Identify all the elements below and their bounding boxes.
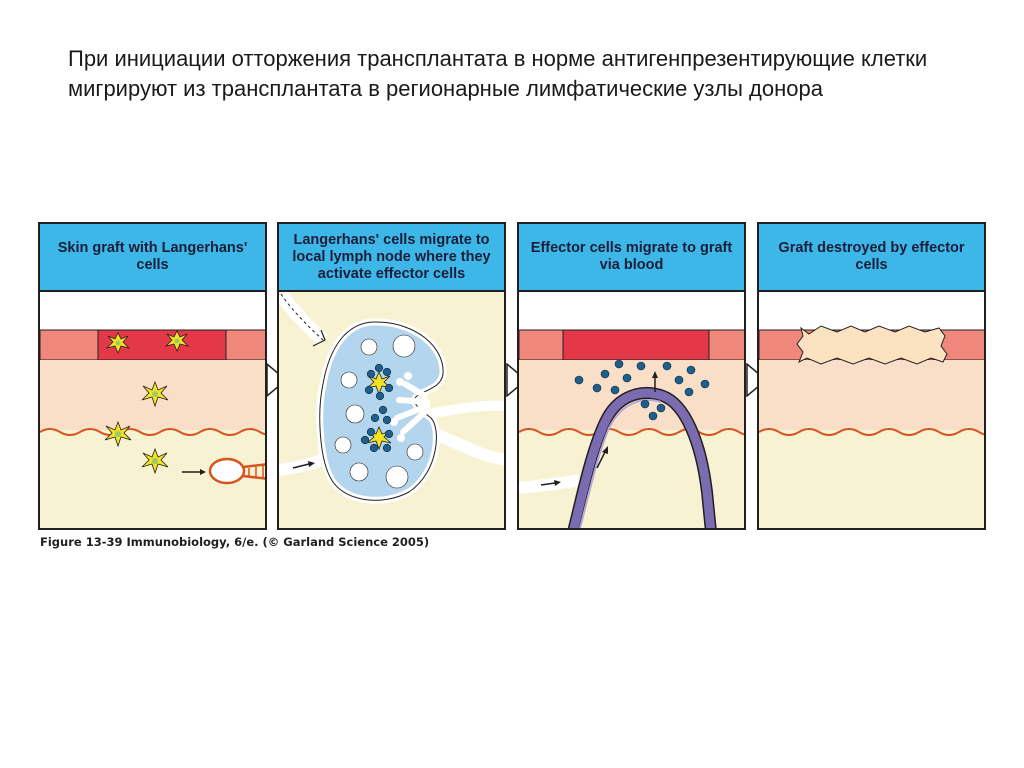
panel-header: Graft destroyed by effector cells bbox=[759, 224, 984, 292]
panel-header: Langerhans' cells migrate to local lymph… bbox=[279, 224, 504, 292]
flow-arrow-icon bbox=[540, 480, 561, 486]
panel-label: Langerhans' cells migrate to local lymph… bbox=[292, 231, 491, 282]
destroyed-graft bbox=[796, 325, 948, 365]
langerhans-cell-icon bbox=[104, 420, 132, 448]
panel-lymph-node: Langerhans' cells migrate to local lymph… bbox=[277, 222, 506, 530]
panel-graft-destroyed: Graft destroyed by effector cells bbox=[757, 222, 986, 530]
connector-arrow-icon bbox=[506, 363, 528, 397]
langerhans-cell-icon bbox=[105, 332, 131, 355]
langerhans-cell-icon bbox=[141, 380, 169, 408]
figure-caption: Figure 13-39 Immunobiology, 6/e. (© Garl… bbox=[40, 535, 430, 549]
lymph-node-illustration bbox=[279, 292, 504, 528]
panel-effector-migration: Effector cells migrate to graft via bloo… bbox=[517, 222, 746, 530]
effector-cell-icon bbox=[360, 363, 394, 453]
graft-destroyed-illustration bbox=[759, 292, 984, 528]
slide-title: При инициации отторжения трансплантата в… bbox=[68, 46, 928, 101]
effector-cell-icon bbox=[574, 359, 710, 421]
flow-arrow-icon bbox=[182, 469, 206, 475]
panel-label: Skin graft with Langerhans' cells bbox=[57, 240, 248, 273]
flow-arrow-icon bbox=[596, 446, 608, 469]
connector-arrow-icon bbox=[746, 363, 768, 397]
langerhans-cell-icon bbox=[141, 447, 169, 475]
skin-graft-illustration bbox=[40, 292, 265, 528]
langerhans-cell-icon bbox=[164, 330, 190, 353]
flow-arrow-icon bbox=[652, 371, 658, 392]
connector-arrow-icon bbox=[266, 363, 288, 397]
panel-skin-graft: Skin graft with Langerhans' cells bbox=[38, 222, 267, 530]
panel-header: Effector cells migrate to graft via bloo… bbox=[519, 224, 744, 292]
lymphatic-vessel bbox=[208, 457, 265, 485]
panel-label: Graft destroyed by effector cells bbox=[778, 240, 965, 273]
panel-header: Skin graft with Langerhans' cells bbox=[40, 224, 265, 292]
flow-arrow-icon bbox=[292, 461, 315, 469]
effector-migration-illustration bbox=[519, 292, 744, 528]
panel-label: Effector cells migrate to graft via bloo… bbox=[530, 240, 733, 273]
